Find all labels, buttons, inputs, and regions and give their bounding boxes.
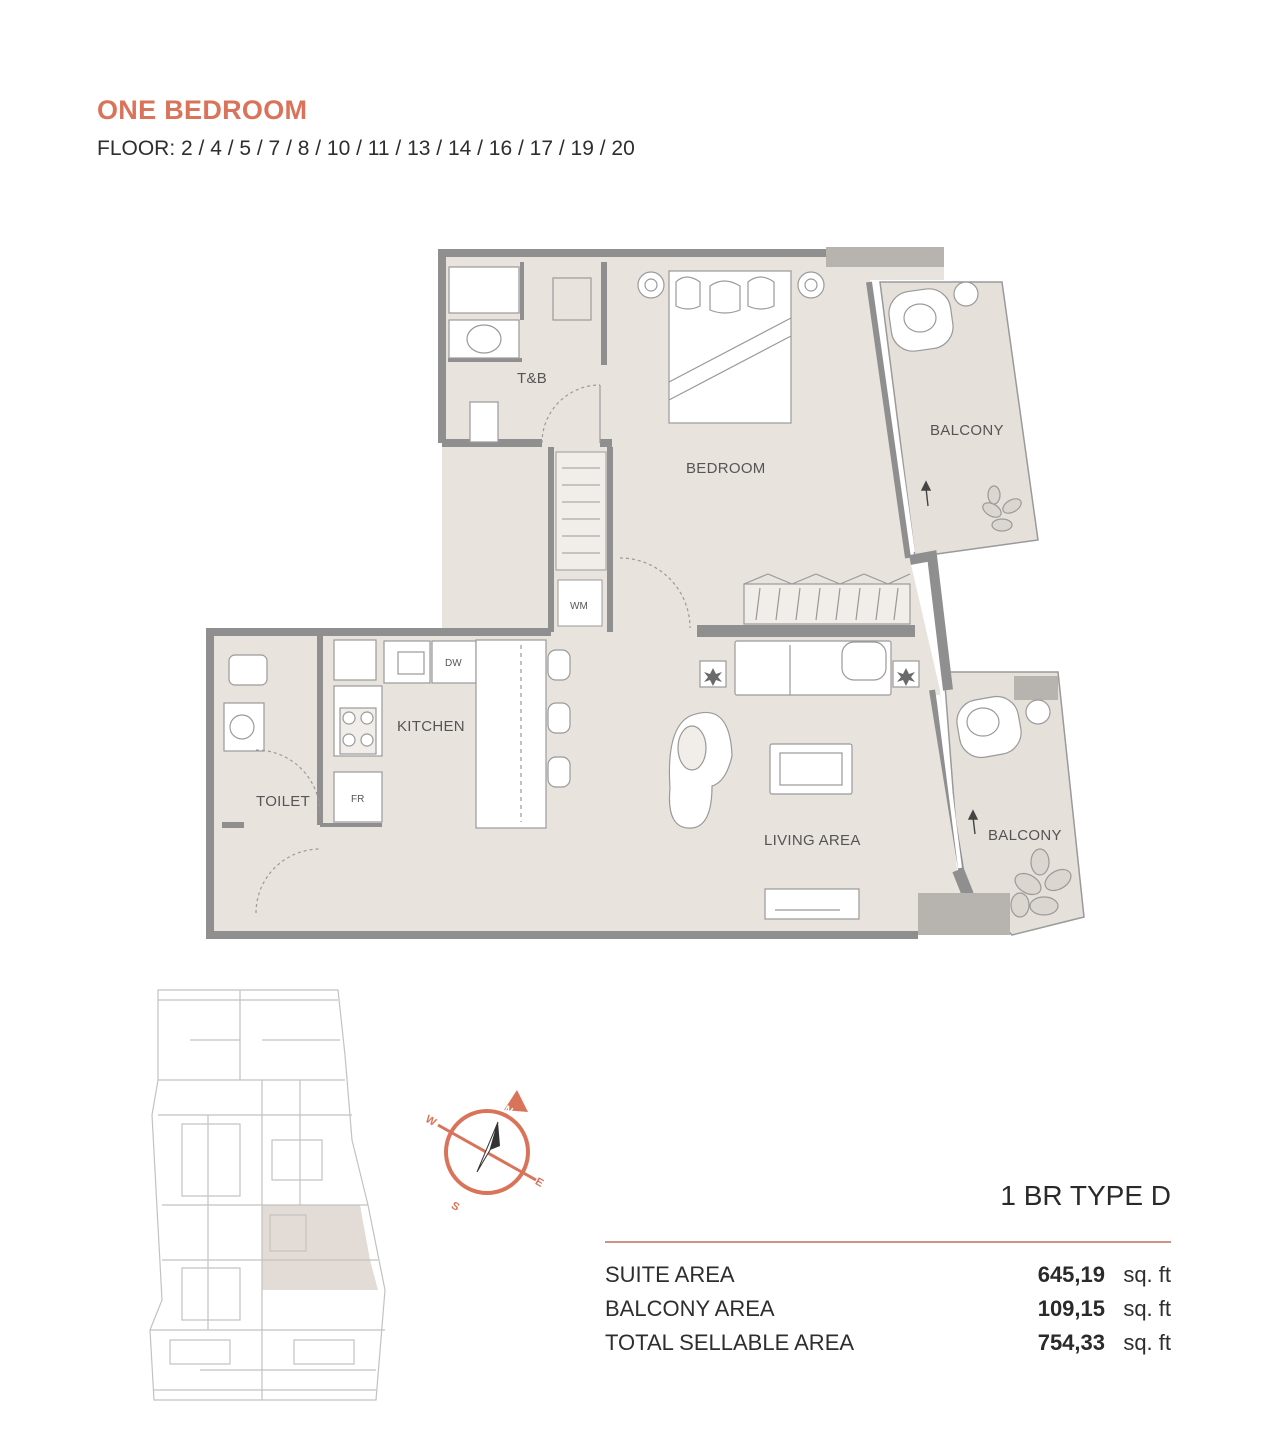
area-row: TOTAL SELLABLE AREA 754,33 sq. ft bbox=[605, 1330, 1171, 1364]
key-plan bbox=[149, 989, 386, 1401]
area-unit: sq. ft bbox=[1123, 1330, 1171, 1355]
label-dw: DW bbox=[445, 658, 462, 669]
toilet-fixtures bbox=[223, 654, 321, 914]
area-value: 754,33 bbox=[1037, 1330, 1105, 1355]
area-unit: sq. ft bbox=[1123, 1262, 1171, 1287]
compass-s: S bbox=[449, 1200, 461, 1214]
floor-list: FLOOR: 2 / 4 / 5 / 7 / 8 / 10 / 11 / 13 … bbox=[97, 137, 635, 160]
label-tb: T&B bbox=[517, 370, 547, 387]
area-label: SUITE AREA bbox=[605, 1262, 735, 1287]
balcony-bottom-furniture bbox=[956, 695, 1072, 918]
arrow-up-icon bbox=[967, 809, 979, 835]
area-row: SUITE AREA 645,19 sq. ft bbox=[605, 1262, 1171, 1296]
label-fr: FR bbox=[351, 794, 364, 805]
label-living: LIVING AREA bbox=[764, 832, 861, 849]
area-unit: sq. ft bbox=[1123, 1296, 1171, 1321]
area-label: TOTAL SELLABLE AREA bbox=[605, 1330, 855, 1355]
compass-icon: N E S W bbox=[423, 1090, 545, 1214]
area-value: 109,15 bbox=[1037, 1296, 1105, 1321]
page-title: ONE BEDROOM bbox=[97, 95, 308, 125]
compass-w: W bbox=[423, 1113, 439, 1129]
label-wm: WM bbox=[570, 601, 588, 612]
unit-walls bbox=[206, 247, 1058, 939]
unit-type: 1 BR TYPE D bbox=[1000, 1180, 1171, 1211]
glazing-bottom bbox=[936, 694, 962, 869]
kitchen-fixtures bbox=[333, 639, 571, 829]
glazing-top bbox=[874, 289, 915, 553]
wardrobe bbox=[555, 451, 607, 627]
summary-divider bbox=[605, 1241, 1171, 1243]
label-kitchen: KITCHEN bbox=[397, 718, 465, 735]
bedroom-furniture bbox=[619, 270, 911, 629]
label-balcony-top: BALCONY bbox=[930, 422, 1004, 439]
label-toilet: TOILET bbox=[256, 793, 310, 810]
plant-icon bbox=[704, 668, 915, 686]
area-value: 645,19 bbox=[1037, 1262, 1105, 1287]
living-furniture bbox=[668, 640, 920, 920]
label-balcony-bottom: BALCONY bbox=[988, 827, 1062, 844]
area-label: BALCONY AREA bbox=[605, 1296, 775, 1321]
arrow-up-icon bbox=[920, 480, 932, 507]
balcony-top-furniture bbox=[888, 281, 1022, 532]
label-bedroom: BEDROOM bbox=[686, 460, 766, 477]
area-table: SUITE AREA 645,19 sq. ft BALCONY AREA 10… bbox=[605, 1262, 1171, 1364]
tb-fixtures bbox=[448, 266, 601, 444]
area-row: BALCONY AREA 109,15 sq. ft bbox=[605, 1296, 1171, 1330]
